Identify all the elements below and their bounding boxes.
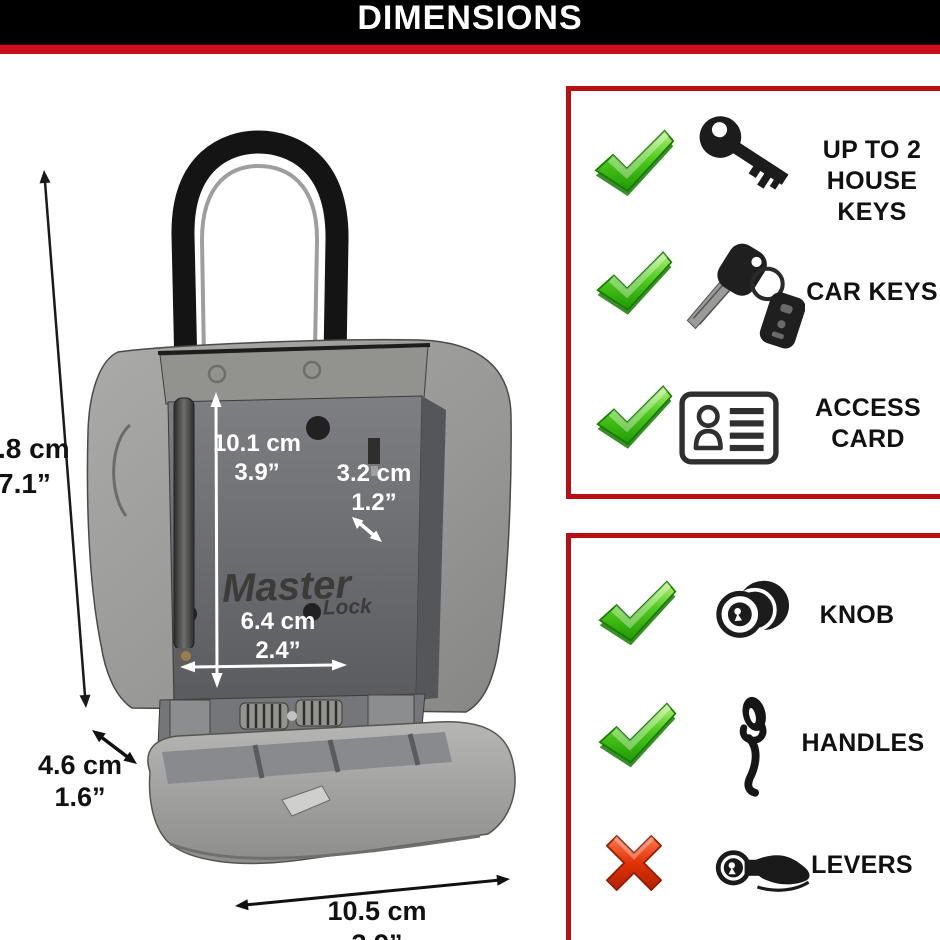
storage-label-car-keys: CAR KEYS	[806, 278, 938, 306]
header-bar: DIMENSIONS	[0, 0, 940, 44]
dimension-arrows	[39, 170, 510, 911]
interior-width-inch: 2.4”	[255, 636, 301, 664]
dimension-exterior-width: 10.5 cm 3.9”	[307, 895, 447, 940]
dimension-interior-width: 6.4 cm 2.4”	[218, 608, 338, 666]
open-door	[147, 721, 516, 865]
red-accent-stripe	[0, 44, 940, 54]
hinge-screws	[239, 699, 343, 730]
interior-height-inch: 3.9”	[234, 458, 280, 486]
storage-label-access-card: ACCESS CARD	[815, 394, 921, 453]
door-lever-icon	[715, 850, 810, 892]
house-key-icon	[699, 116, 789, 190]
interior-width-cm: 6.4 cm	[240, 608, 316, 635]
shackle	[171, 130, 349, 382]
brand-name-bottom: Lock	[322, 595, 373, 620]
exterior-width-cm: 10.5 cm	[327, 896, 427, 926]
car-key-icon	[686, 243, 805, 349]
storage-label-house-keys: UP TO 2 HOUSE KEYS	[822, 136, 922, 226]
door-depth-cm: 4.6 cm	[37, 750, 123, 780]
door-handle-icon	[739, 696, 767, 797]
dimension-door-depth: 4.6 cm 1.6”	[20, 749, 140, 814]
hardware-label-knob: KNOB	[819, 601, 895, 629]
dimension-interior-depth: 3.2 cm 1.2”	[314, 460, 434, 518]
cross-icon	[606, 835, 662, 891]
page-title: DIMENSIONS	[357, 0, 583, 37]
check-icon	[594, 129, 675, 197]
interior-depth-cm: 3.2 cm	[336, 460, 412, 487]
hardware-label-handles: HANDLES	[801, 729, 925, 757]
storage-panel: UP TO 2 HOUSE KEYS CAR KEYS	[566, 86, 940, 499]
locking-pin	[173, 397, 195, 651]
check-icon	[596, 251, 673, 315]
brand-name-top: Master	[221, 562, 354, 611]
dimension-exterior-height: .8 cm 7.1”	[0, 431, 70, 501]
lockbox-illustration: Master Lock	[39, 130, 516, 911]
dimension-interior-height: 10.1 cm 3.9”	[197, 430, 317, 488]
hardware-label-levers: LEVERS	[811, 851, 913, 879]
interior-height-cm: 10.1 cm	[212, 430, 302, 457]
door-depth-inch: 1.6”	[54, 782, 106, 813]
door-knob-icon	[716, 580, 790, 638]
exterior-width-inch: 3.9”	[307, 928, 447, 940]
brand-logo: Master Lock	[221, 562, 373, 620]
check-icon	[598, 702, 677, 768]
exterior-height-inch: 7.1”	[0, 468, 51, 499]
lockbox-body: Master Lock	[86, 338, 516, 865]
exterior-height-cm: .8 cm	[0, 433, 70, 464]
interior-depth-inch: 1.2”	[351, 488, 397, 516]
check-icon	[598, 580, 677, 646]
access-card-icon	[679, 391, 779, 465]
check-icon	[596, 385, 673, 449]
hardware-panel: KNOB HANDLES	[566, 533, 940, 940]
